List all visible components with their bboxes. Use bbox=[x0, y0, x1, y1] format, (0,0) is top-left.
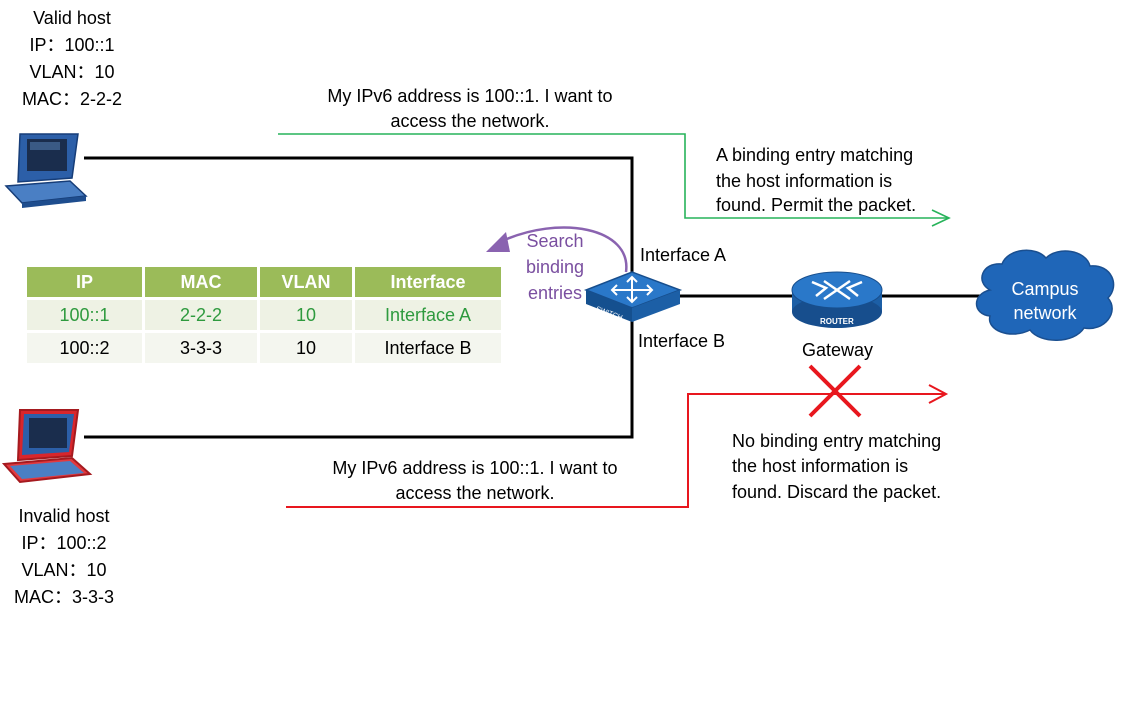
discard-result-line2: the host information is bbox=[732, 456, 909, 476]
invalid-request-line2: access the network. bbox=[395, 483, 555, 503]
cell-interface: Interface A bbox=[355, 300, 501, 330]
search-arrow bbox=[499, 226, 628, 273]
permit-arrowhead bbox=[931, 209, 951, 227]
valid-request-line2: access the network. bbox=[390, 111, 550, 131]
binding-table-header: IP MAC VLAN Interface bbox=[27, 267, 501, 297]
search-line3: entries bbox=[527, 283, 583, 303]
invalid-host-title: Invalid host bbox=[18, 506, 110, 526]
valid-host-mac: MAC：2-2-2 bbox=[21, 89, 123, 109]
interface-b-label: Interface B bbox=[638, 331, 726, 351]
campus-line1: Campus bbox=[1011, 279, 1079, 299]
discard-arrow bbox=[286, 393, 945, 508]
cell-mac: 3-3-3 bbox=[145, 333, 257, 363]
valid-host-ip: IP：100::1 bbox=[29, 35, 115, 55]
campus-cloud-icon bbox=[975, 249, 1115, 341]
search-arrowhead bbox=[486, 232, 510, 252]
cell-vlan: 10 bbox=[260, 300, 352, 330]
header-mac: MAC bbox=[145, 267, 257, 297]
header-ip: IP bbox=[27, 267, 142, 297]
permit-result-line1: A binding entry matching bbox=[716, 145, 914, 165]
cell-ip: 100::1 bbox=[27, 300, 142, 330]
header-vlan: VLAN bbox=[260, 267, 352, 297]
discard-result-line3: found. Discard the packet. bbox=[732, 482, 942, 502]
search-line1: Search bbox=[526, 231, 584, 251]
invalid-request-line1: My IPv6 address is 100::1. I want to bbox=[332, 458, 618, 478]
invalid-host-link bbox=[84, 296, 634, 439]
search-line2: binding bbox=[525, 257, 585, 277]
interface-a-label: Interface A bbox=[640, 245, 727, 265]
cell-ip: 100::2 bbox=[27, 333, 142, 363]
table-row: 100::2 3-3-3 10 Interface B bbox=[27, 333, 501, 363]
valid-host-vlan: VLAN：10 bbox=[29, 62, 115, 82]
valid-host-pc-icon bbox=[4, 133, 88, 208]
header-interface: Interface bbox=[355, 267, 501, 297]
invalid-host-ip: IP：100::2 bbox=[21, 533, 107, 553]
permit-result-line2: the host information is bbox=[716, 171, 893, 191]
campus-line2: network bbox=[1013, 303, 1077, 323]
discard-arrowhead bbox=[928, 384, 949, 404]
cell-vlan: 10 bbox=[260, 333, 352, 363]
cell-interface: Interface B bbox=[355, 333, 501, 363]
valid-request-line1: My IPv6 address is 100::1. I want to bbox=[327, 86, 613, 106]
discard-result-line1: No binding entry matching bbox=[732, 431, 942, 451]
invalid-host-vlan: VLAN：10 bbox=[21, 560, 107, 580]
table-row: 100::1 2-2-2 10 Interface A bbox=[27, 300, 501, 330]
switch-icon: SWITCH bbox=[583, 271, 683, 322]
valid-host-link bbox=[84, 156, 634, 296]
binding-table: IP MAC VLAN Interface 100::1 2-2-2 10 In… bbox=[24, 264, 504, 366]
valid-host-title: Valid host bbox=[33, 8, 111, 28]
discard-x-icon bbox=[808, 364, 862, 418]
cell-mac: 2-2-2 bbox=[145, 300, 257, 330]
gateway-label: Gateway bbox=[801, 340, 874, 360]
invalid-host-mac: MAC：3-3-3 bbox=[13, 587, 115, 607]
invalid-host-pc-icon bbox=[1, 409, 93, 484]
router-label: ROUTER bbox=[820, 317, 854, 326]
permit-arrow bbox=[278, 133, 948, 219]
permit-result-line3: found. Permit the packet. bbox=[716, 195, 917, 215]
router-icon: ROUTER bbox=[791, 271, 883, 328]
